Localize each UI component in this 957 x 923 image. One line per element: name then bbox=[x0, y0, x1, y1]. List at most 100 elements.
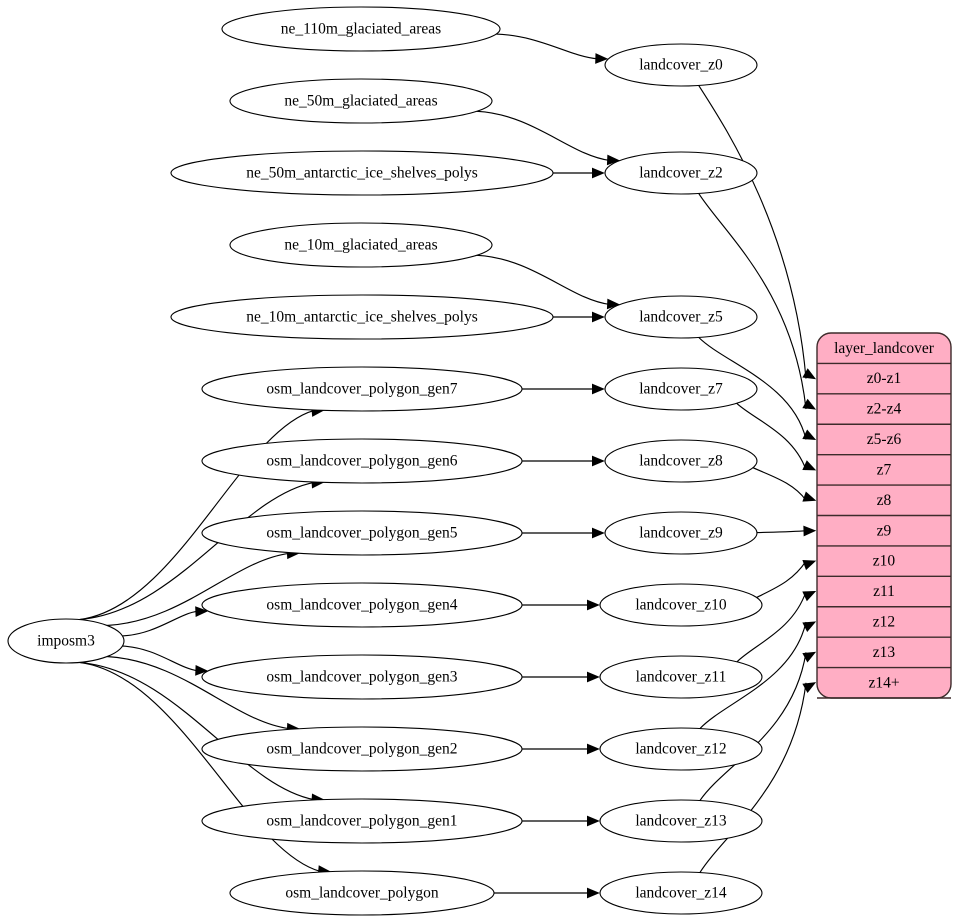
node-label-osm_landcover_polygon_gen5: osm_landcover_polygon_gen5 bbox=[266, 525, 457, 542]
edge-arrowhead bbox=[587, 671, 600, 683]
edge-arrowhead bbox=[587, 815, 600, 827]
table-row-z5-z6[interactable]: z5-z6 bbox=[867, 431, 902, 448]
edge-imposm3-to-osm_landcover_polygon_gen5 bbox=[106, 552, 290, 627]
table-row-z2-z4[interactable]: z2-z4 bbox=[867, 401, 902, 418]
edge-arrowhead bbox=[592, 527, 605, 539]
node-label-landcover_z12: landcover_z12 bbox=[635, 741, 726, 758]
table-row-z0-z1[interactable]: z0-z1 bbox=[867, 370, 901, 387]
node-label-osm_landcover_polygon_gen2: osm_landcover_polygon_gen2 bbox=[266, 741, 457, 758]
edge-ne_10m_glaciated_areas-to-landcover_z5 bbox=[476, 254, 610, 305]
layer-landcover-table: layer_landcoverz0-z1z2-z4z5-z6z7z8z9z10z… bbox=[816, 332, 952, 699]
node-ne_10m_antarctic_ice_shelves_polys[interactable] bbox=[170, 294, 554, 340]
node-label-landcover_z0: landcover_z0 bbox=[639, 57, 723, 74]
edge-arrowhead bbox=[587, 743, 600, 755]
node-osm_landcover_polygon_gen3[interactable] bbox=[201, 654, 523, 700]
node-landcover_z8[interactable] bbox=[604, 439, 758, 483]
table-row-z8[interactable]: z8 bbox=[877, 492, 892, 509]
edge-arrowhead bbox=[802, 368, 817, 380]
edge-ne_110m_glaciated_areas-to-landcover_z0 bbox=[496, 33, 598, 60]
edge-arrowhead bbox=[592, 311, 605, 323]
edge-arrowhead bbox=[803, 525, 817, 537]
node-label-landcover_z14: landcover_z14 bbox=[635, 885, 726, 902]
edge-arrowhead bbox=[802, 560, 817, 571]
edge-arrowhead bbox=[802, 651, 817, 663]
edge-arrowhead bbox=[802, 590, 817, 602]
node-label-landcover_z13: landcover_z13 bbox=[635, 813, 726, 830]
table-row-z10[interactable]: z10 bbox=[873, 553, 896, 570]
table-row-z9[interactable]: z9 bbox=[877, 522, 892, 539]
edge-arrowhead bbox=[606, 154, 620, 166]
node-landcover_z5[interactable] bbox=[604, 295, 758, 339]
node-landcover_z11[interactable] bbox=[599, 655, 763, 699]
node-landcover_z14[interactable] bbox=[599, 871, 763, 915]
edge-arrowhead bbox=[802, 460, 817, 471]
edge-arrowhead bbox=[592, 383, 605, 395]
node-landcover_z10[interactable] bbox=[599, 583, 763, 627]
table-row-z12[interactable]: z12 bbox=[873, 614, 895, 631]
node-label-landcover_z2: landcover_z2 bbox=[639, 165, 723, 182]
edge-arrowhead bbox=[606, 298, 620, 310]
table-row-z14+[interactable]: z14+ bbox=[868, 674, 899, 691]
node-landcover_z2[interactable] bbox=[604, 151, 758, 195]
edge-imposm3-to-osm_landcover_polygon bbox=[79, 661, 321, 873]
node-label-osm_landcover_polygon_gen4: osm_landcover_polygon_gen4 bbox=[266, 597, 457, 614]
edge-landcover_z8-to-layer_landcover-z8 bbox=[752, 467, 807, 501]
edge-imposm3-to-osm_landcover_polygon_gen4 bbox=[122, 610, 198, 637]
edge-imposm3-to-osm_landcover_polygon_gen6 bbox=[79, 481, 315, 621]
edge-arrowhead bbox=[802, 491, 817, 502]
table-row-z11[interactable]: z11 bbox=[873, 583, 895, 600]
edge-landcover_z5-to-layer_landcover-z5-z6 bbox=[698, 336, 807, 440]
nodes-layer: imposm3ne_110m_glaciated_areasne_50m_gla… bbox=[7, 6, 763, 916]
edge-ne_50m_glaciated_areas-to-landcover_z2 bbox=[476, 110, 610, 161]
edge-arrowhead bbox=[802, 682, 817, 694]
node-osm_landcover_polygon_gen2[interactable] bbox=[201, 726, 523, 772]
edge-landcover_z10-to-layer_landcover-z10 bbox=[756, 560, 807, 599]
node-label-landcover_z8: landcover_z8 bbox=[639, 453, 723, 470]
node-label-osm_landcover_polygon_gen6: osm_landcover_polygon_gen6 bbox=[266, 453, 457, 470]
edge-arrowhead bbox=[802, 621, 817, 632]
node-osm_landcover_polygon[interactable] bbox=[229, 870, 495, 916]
node-osm_landcover_polygon_gen7[interactable] bbox=[201, 366, 523, 412]
edge-landcover_z7-to-layer_landcover-z7 bbox=[736, 402, 807, 471]
node-osm_landcover_polygon_gen6[interactable] bbox=[201, 438, 523, 484]
edge-landcover_z14-to-layer_landcover-z14+ bbox=[699, 682, 807, 873]
node-label-landcover_z9: landcover_z9 bbox=[639, 525, 723, 542]
node-osm_landcover_polygon_gen1[interactable] bbox=[201, 798, 523, 844]
edge-arrowhead bbox=[587, 599, 600, 611]
node-osm_landcover_polygon_gen4[interactable] bbox=[201, 582, 523, 628]
node-landcover_z9[interactable] bbox=[604, 511, 758, 555]
node-label-landcover_z7: landcover_z7 bbox=[639, 381, 723, 398]
node-ne_50m_antarctic_ice_shelves_polys[interactable] bbox=[170, 150, 554, 196]
edge-arrowhead bbox=[802, 398, 817, 410]
node-osm_landcover_polygon_gen5[interactable] bbox=[201, 510, 523, 556]
node-landcover_z12[interactable] bbox=[599, 727, 763, 771]
edge-arrowhead bbox=[592, 167, 605, 179]
edge-imposm3-to-osm_landcover_polygon_gen3 bbox=[122, 645, 198, 672]
node-label-imposm3: imposm3 bbox=[37, 633, 95, 650]
table-row-z13[interactable]: z13 bbox=[873, 644, 896, 661]
edge-landcover_z9-to-layer_landcover-z9 bbox=[756, 530, 807, 534]
edge-imposm3-to-osm_landcover_polygon_gen2 bbox=[106, 655, 290, 730]
node-label-ne_50m_antarctic_ice_shelves_polys: ne_50m_antarctic_ice_shelves_polys bbox=[246, 165, 478, 182]
edge-arrowhead bbox=[195, 606, 209, 618]
edge-arrowhead bbox=[595, 53, 609, 64]
node-label-osm_landcover_polygon: osm_landcover_polygon bbox=[285, 885, 439, 902]
edge-imposm3-to-osm_landcover_polygon_gen7 bbox=[79, 409, 315, 621]
node-ne_50m_glaciated_areas[interactable] bbox=[229, 78, 493, 124]
node-ne_10m_glaciated_areas[interactable] bbox=[229, 222, 493, 268]
node-imposm3[interactable] bbox=[7, 618, 125, 664]
node-label-osm_landcover_polygon_gen1: osm_landcover_polygon_gen1 bbox=[266, 813, 457, 830]
node-label-osm_landcover_polygon_gen7: osm_landcover_polygon_gen7 bbox=[266, 381, 457, 398]
edge-imposm3-to-osm_landcover_polygon_gen1 bbox=[79, 661, 315, 801]
node-landcover_z0[interactable] bbox=[604, 43, 758, 87]
edge-arrowhead bbox=[195, 664, 209, 676]
edge-arrowhead bbox=[802, 429, 817, 441]
edge-landcover_z2-to-layer_landcover-z2-z4 bbox=[698, 193, 807, 410]
table-row-z7[interactable]: z7 bbox=[877, 461, 892, 478]
edge-landcover_z0-to-layer_landcover-z0-z1 bbox=[698, 85, 807, 379]
node-landcover_z7[interactable] bbox=[604, 367, 758, 411]
edge-landcover_z12-to-layer_landcover-z12 bbox=[699, 621, 807, 729]
node-ne_110m_glaciated_areas[interactable] bbox=[221, 6, 501, 52]
node-landcover_z13[interactable] bbox=[599, 799, 763, 843]
